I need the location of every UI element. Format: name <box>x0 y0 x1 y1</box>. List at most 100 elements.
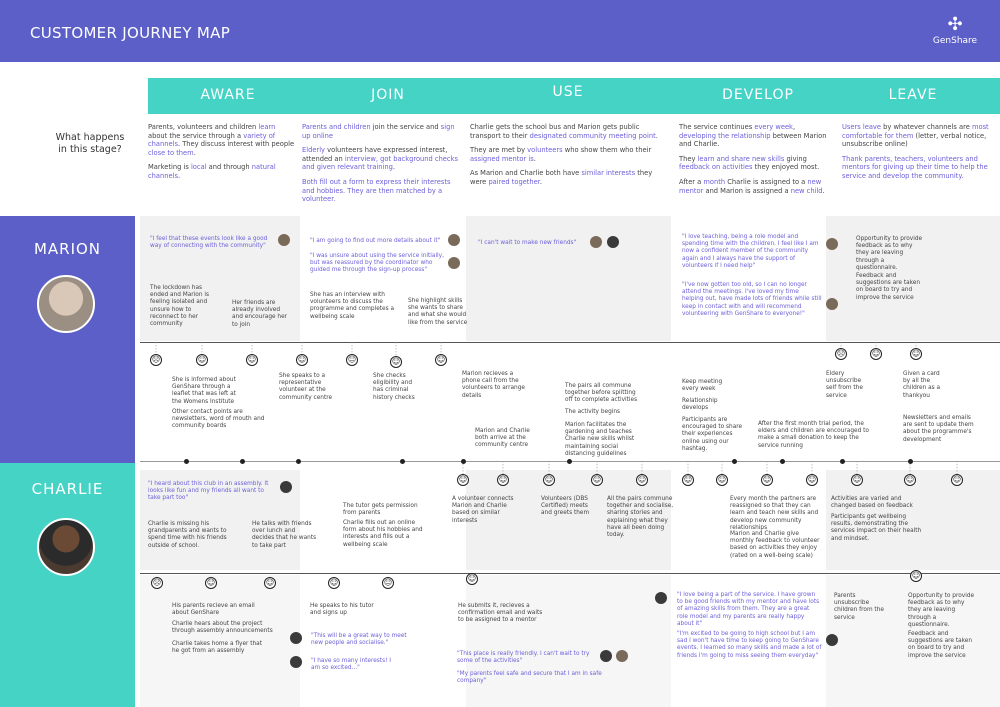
timeline-dot <box>732 459 737 464</box>
marion-b-keep: Keep meeting every week <box>682 379 723 393</box>
develop-description: The service continues every week, develo… <box>679 123 827 195</box>
charlie-quote-aware: "I heard about this club in an assembly.… <box>148 481 269 502</box>
charlie-mini-avatar <box>826 634 838 646</box>
smile-face-icon: ☺ <box>951 474 963 486</box>
smile-face-icon: ☺ <box>466 573 478 585</box>
charlie-b-parents: Parents unsubscribe children from the se… <box>834 593 884 621</box>
happy-face-icon: ☺ <box>205 577 217 589</box>
marion-b-pairs: The pairs all commune together before sp… <box>565 383 638 404</box>
charlie-b-email: His parents recieve an email about GenSh… <box>172 603 255 617</box>
timeline-dot <box>240 459 245 464</box>
smile-face-icon: ☺ <box>390 356 402 368</box>
charlie-note-missing: Charlie is missing his grandparents and … <box>148 521 227 549</box>
marion-quote-aware: "I feel that these events look like a go… <box>150 236 268 250</box>
use-description: Charlie gets the school bus and Marion g… <box>470 123 658 186</box>
sad-face-icon: ☹ <box>835 348 847 360</box>
charlie-use-bottom-bg <box>466 575 671 707</box>
charlie-quote-develop1: "I love being a part of the service. I h… <box>677 592 820 627</box>
genshare-logo-icon: ✣ <box>947 14 963 35</box>
brand-logo[interactable]: ✣ GenShare <box>930 14 980 54</box>
charlie-aware-bottom-bg <box>140 575 300 707</box>
charlie-mini-avatar <box>607 236 619 248</box>
marion-mini-avatar <box>448 257 460 269</box>
sad-face-icon: ☹ <box>150 354 162 366</box>
neutral-face-icon: 😐 <box>382 577 394 589</box>
marion-note-lockdown: The lockdown has ended and Marion is fee… <box>150 285 209 328</box>
smile-face-icon: ☺ <box>246 354 258 366</box>
what-happens-label: What happens in this stage? <box>55 132 125 155</box>
happy-face-icon: ☺ <box>591 474 603 486</box>
happy-face-icon: ☺ <box>682 474 694 486</box>
timeline-dot <box>567 459 572 464</box>
charlie-note-month: Every month the partners are reassigned … <box>730 496 819 531</box>
marion-note-leave2: Feedback and suggestions are taken on bo… <box>856 273 921 301</box>
timeline-dot <box>840 459 845 464</box>
charlie-b-tutor: He speaks to his tutor and signs up <box>310 603 374 617</box>
charlie-aware-bg <box>140 470 300 570</box>
timeline-dot <box>184 459 189 464</box>
marion-mini-avatar <box>278 234 290 246</box>
marion-mini-avatar <box>826 298 838 310</box>
marion-quote-develop1: "I love teaching, being a role model and… <box>682 234 819 269</box>
charlie-quote-use1: "This place is really friendly. I can't … <box>457 651 590 665</box>
smile-face-icon: ☺ <box>806 474 818 486</box>
marion-mini-avatar <box>826 238 838 250</box>
timeline-dot <box>780 459 785 464</box>
marion-b-begins: The activity begins <box>565 409 621 415</box>
charlie-note-connects: A volunteer connects Marion and Charlie … <box>452 496 514 524</box>
marion-quote-develop2: "I've now gotten too old, so I can no lo… <box>682 282 822 317</box>
charlie-leave-bg <box>826 470 1000 570</box>
smile-face-icon: ☺ <box>851 474 863 486</box>
marion-mini-avatar <box>590 236 602 248</box>
happy-face-icon: ☺ <box>910 570 922 582</box>
charlie-note-talks: He talks with friends over lunch and dec… <box>252 521 317 549</box>
aware-description: Parents, volunteers and children learn a… <box>148 123 295 180</box>
charlie-b-hears: Charlie hears about the project through … <box>172 621 273 635</box>
charlie-quote-join2: "I have so many interests! I am so excit… <box>311 658 391 672</box>
marion-b-contact: Other contact points are newsletters, wo… <box>172 409 265 430</box>
charlie-note-varied: Activities are varied and changed based … <box>831 496 913 510</box>
timeline-dot <box>296 459 301 464</box>
charlie-quote-join1: "This will be a great way to meet new pe… <box>311 633 407 647</box>
marion-mini-avatar <box>448 234 460 246</box>
join-description: Parents and children join the service an… <box>302 123 458 204</box>
marion-b-relationship: Relationship develops <box>682 398 718 412</box>
smile-face-icon: ☺ <box>870 348 882 360</box>
marion-b-participants: Participants are encouraged to share the… <box>682 417 743 452</box>
marion-use-bg <box>466 216 671 341</box>
marion-b-facilitates: Marion facilitates the gardening and tea… <box>565 422 635 457</box>
charlie-mini-avatar <box>290 656 302 668</box>
charlie-avatar <box>37 518 95 576</box>
marion-aware-bg <box>140 216 300 341</box>
marion-avatar <box>37 275 95 333</box>
charlie-leave-bottom-bg <box>826 575 1000 707</box>
charlie-mini-avatar <box>600 650 612 662</box>
stage-join: JOIN <box>371 87 405 103</box>
marion-timeline <box>140 342 1000 343</box>
stage-leave: LEAVE <box>888 87 938 103</box>
charlie-note-wellbeing: Participants get wellbeing results, demo… <box>831 514 922 542</box>
marion-leave-bg <box>826 216 1000 341</box>
neutral-face-icon: 😐 <box>346 354 358 366</box>
happy-face-icon: ☺ <box>196 354 208 366</box>
marion-quote-use: "I can't wait to make new friends" <box>478 240 577 246</box>
charlie-mini-avatar <box>280 481 292 493</box>
marion-b-speaks: She speaks to a representative volunteer… <box>279 373 333 401</box>
timeline-dot <box>400 459 405 464</box>
stage-band: AWARE JOIN USE DEVELOP LEAVE <box>148 78 1000 114</box>
happy-face-icon: ☺ <box>435 354 447 366</box>
marion-b-unsub: Eldery unsubscribe self from the service <box>826 371 863 399</box>
charlie-note-tutor: The tutor gets permission from parents <box>343 503 418 517</box>
marion-b-arrive: Marion and Charlie both arrive at the co… <box>475 428 530 449</box>
smile-face-icon: ☺ <box>761 474 773 486</box>
marion-b-news: Newsletters and emails are sent to updat… <box>903 415 974 443</box>
charlie-mini-avatar <box>290 632 302 644</box>
charlie-timeline <box>140 573 1000 574</box>
header-bar <box>0 0 1000 62</box>
marion-note-friends: Her friends are already involved and enc… <box>232 300 288 328</box>
happy-face-icon: ☺ <box>543 474 555 486</box>
charlie-quote-use2: "My parents feel safe and secure that I … <box>457 671 602 685</box>
charlie-mini-avatar <box>655 592 667 604</box>
timeline-dot <box>908 459 913 464</box>
marion-quote-join2: "I was unsure about using the service in… <box>310 253 444 274</box>
